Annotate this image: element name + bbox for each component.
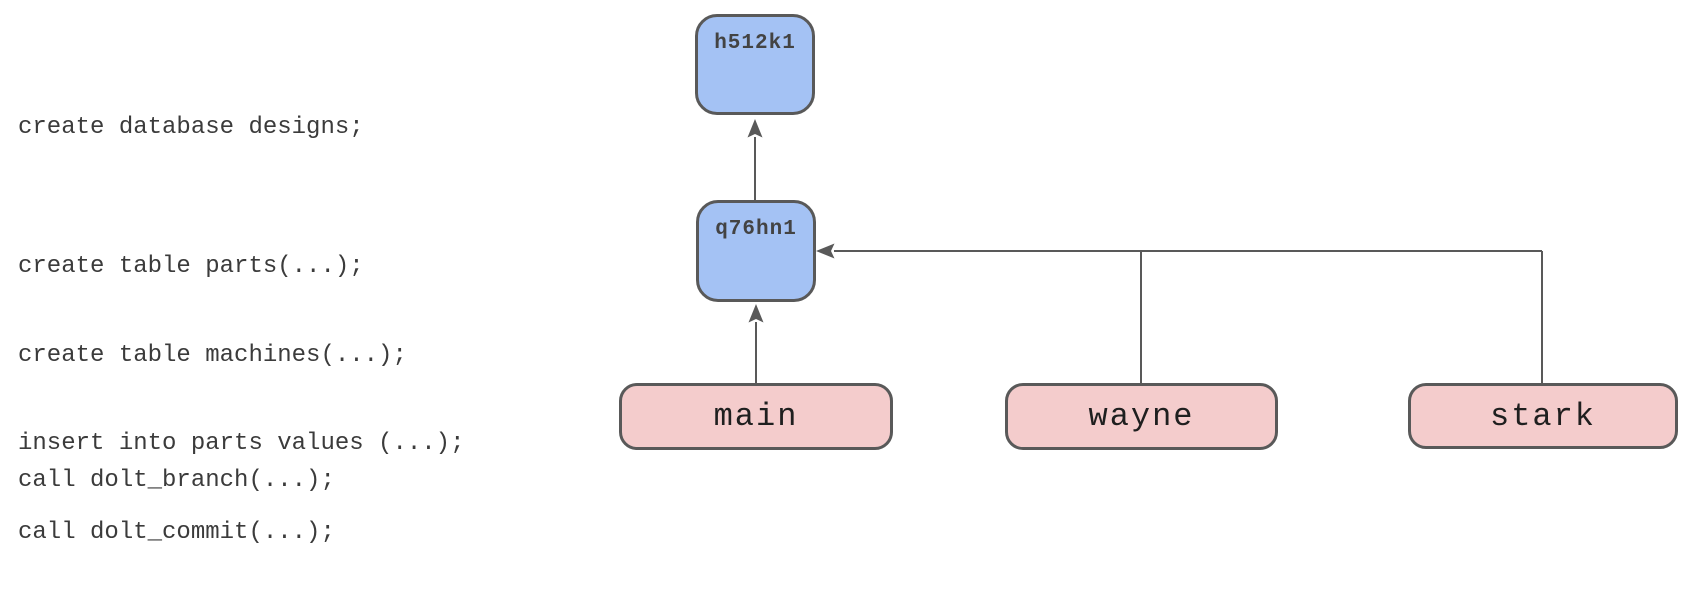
branch-name-label: main bbox=[713, 398, 799, 435]
commit-id-label: h512k1 bbox=[714, 32, 796, 55]
commit-id-label: q76hn1 bbox=[715, 218, 797, 241]
edge-q76hn1-to-h512k1 bbox=[747, 119, 763, 200]
branch-name-label: stark bbox=[1489, 397, 1596, 435]
branch-node-wayne: wayne bbox=[1005, 383, 1278, 450]
branch-node-stark: stark bbox=[1408, 383, 1678, 449]
commit-node-q76hn1: q76hn1 bbox=[696, 200, 816, 302]
commit-node-h512k1: h512k1 bbox=[695, 14, 815, 115]
sql-annotation-dolt-branch: call dolt_branch(...); bbox=[18, 406, 335, 556]
sql-line: create table parts(...); bbox=[18, 253, 364, 280]
sql-line: insert into parts values (...); bbox=[18, 430, 465, 457]
sql-line: create database designs; bbox=[18, 114, 364, 141]
branch-name-label: wayne bbox=[1088, 398, 1195, 435]
diagram-canvas: create database designs; create table pa… bbox=[18, 14, 1678, 546]
sql-line: call dolt_branch(...); bbox=[18, 467, 335, 494]
edge-wayne-stark-to-q76hn1 bbox=[816, 243, 1543, 383]
sql-line: create table machines(...); bbox=[18, 341, 407, 369]
sql-annotation-create-database: create database designs; bbox=[18, 53, 364, 203]
edge-main-to-q76hn1 bbox=[748, 304, 764, 383]
branch-node-main: main bbox=[619, 383, 893, 450]
